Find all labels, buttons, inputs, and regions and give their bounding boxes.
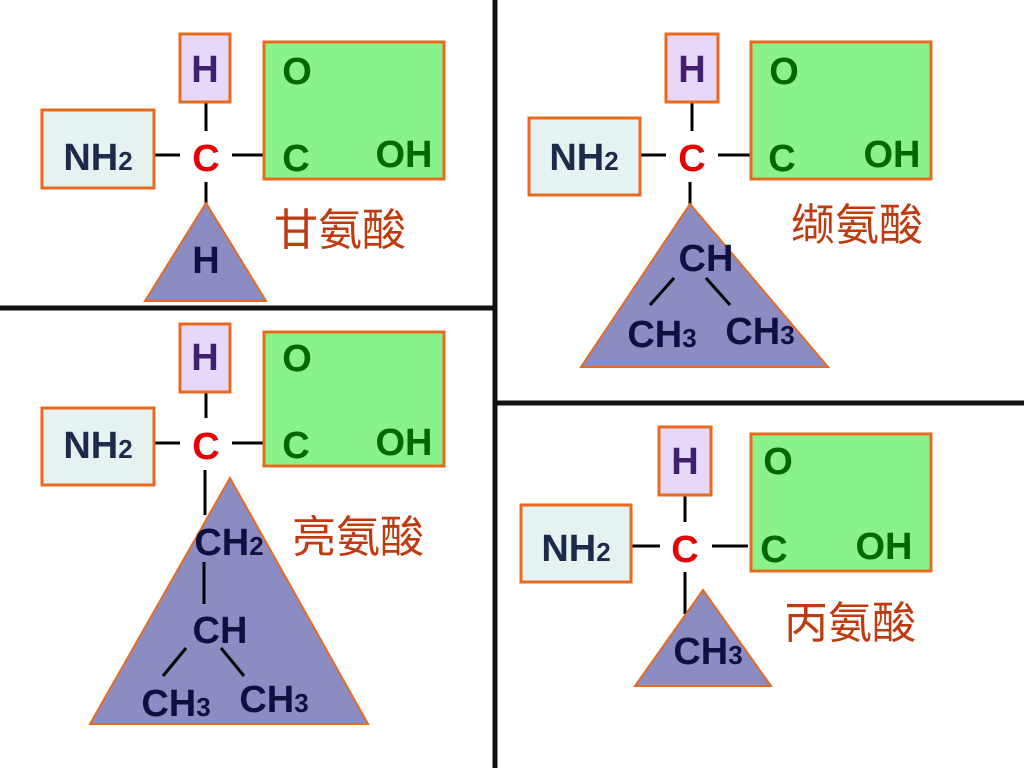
carboxyl-carbon-label: C: [282, 425, 309, 467]
ch3-right-subscript: 3: [780, 320, 794, 350]
carboxyl-carbon-label: C: [760, 529, 787, 571]
r-group-ch3-right-label: CH3: [725, 311, 794, 353]
bond-ch-ch3-left: [648, 277, 676, 306]
amino-main: NH: [541, 528, 596, 570]
hydrogen-box: [657, 425, 713, 497]
ch3-right-main: CH: [725, 311, 780, 353]
ch3-right-subscript: 3: [294, 688, 308, 718]
carboxyl-group-box: [262, 40, 446, 181]
r-group-ch2-label: CH2: [194, 522, 263, 564]
oxygen-label: O: [769, 51, 799, 93]
carboxyl-carbon-label: C: [282, 138, 309, 180]
panel-leucine: H NH2 C O C OH CH2 CH CH3 CH3 亮氨酸: [40, 322, 446, 725]
r-group-ch-label: CH: [679, 238, 734, 280]
r-group-triangle: [88, 475, 370, 725]
amino-subscript: 2: [118, 434, 132, 464]
amino-group-box: [519, 503, 633, 584]
bond-ch-ch3-right: [704, 277, 732, 306]
oxygen-label: O: [282, 51, 312, 93]
amino-group-label: NH2: [541, 528, 610, 570]
ch2-main: CH: [194, 522, 249, 564]
ch3-left-subscript: 3: [196, 692, 210, 722]
ch3-left-subscript: 3: [682, 323, 696, 353]
ch3-right-main: CH: [239, 679, 294, 721]
r-group-ch-label: CH: [193, 610, 248, 652]
ch2-subscript: 2: [249, 531, 263, 561]
ch3-left-main: CH: [627, 314, 682, 356]
carboxyl-group-box: [262, 330, 446, 468]
hydroxyl-label: OH: [864, 134, 921, 176]
r-group-triangle: [579, 202, 831, 368]
hydrogen-label: H: [678, 49, 705, 91]
amino-acid-name: 亮氨酸: [292, 512, 424, 563]
amino-acid-name: 甘氨酸: [274, 205, 406, 256]
hydrogen-box: [178, 322, 232, 394]
hydroxyl-label: OH: [376, 422, 433, 464]
oxygen-label: O: [282, 338, 312, 380]
alpha-carbon-label: C: [192, 138, 219, 180]
hydrogen-label: H: [191, 49, 218, 91]
amino-acid-name: 缬氨酸: [791, 200, 923, 251]
hydrogen-label: H: [191, 337, 218, 379]
alpha-carbon-label: C: [671, 529, 698, 571]
r-group-ch3-left-label: CH3: [627, 314, 696, 356]
hydrogen-box: [178, 32, 232, 104]
amino-main: NH: [63, 137, 118, 179]
r-group-triangle: [633, 588, 773, 687]
oxygen-label: O: [763, 441, 793, 483]
carboxyl-carbon-label: C: [768, 138, 795, 180]
ch3-left-main: CH: [141, 683, 196, 725]
bond-ch-ch3-left: [161, 647, 188, 677]
amino-group-box: [40, 406, 156, 487]
ch3-subscript: 3: [728, 640, 742, 670]
carboxyl-group-box: [749, 40, 933, 181]
panel-glycine: H NH2 C O C OH H 甘氨酸: [40, 32, 446, 302]
r-group-ch3-left-label: CH3: [141, 683, 210, 725]
amino-group-box: [40, 108, 156, 190]
amino-group-label: NH2: [549, 137, 618, 179]
alpha-carbon-label: C: [678, 138, 705, 180]
bond-ch-ch3-right: [219, 647, 246, 677]
amino-subscript: 2: [118, 146, 132, 176]
panel-valine: H NH2 C O C OH CH CH3 CH3 缬氨酸: [527, 32, 933, 368]
amino-group-label: NH2: [63, 425, 132, 467]
hydrogen-box: [664, 32, 720, 104]
amino-group-box: [527, 116, 642, 197]
r-group-triangle: [143, 201, 268, 302]
alpha-carbon-label: C: [192, 426, 219, 468]
hydrogen-label: H: [671, 441, 698, 483]
hydroxyl-label: OH: [376, 134, 433, 176]
ch3-main: CH: [673, 631, 728, 673]
amino-acid-name: 丙氨酸: [784, 598, 916, 649]
r-group-ch3-right-label: CH3: [239, 679, 308, 721]
amino-group-label: NH2: [63, 137, 132, 179]
amino-main: NH: [549, 137, 604, 179]
r-group-ch3-label: CH3: [673, 631, 742, 673]
amino-subscript: 2: [604, 146, 618, 176]
r-group-hydrogen-label: H: [192, 240, 219, 282]
hydroxyl-label: OH: [856, 526, 913, 568]
panel-alanine: H NH2 C O C OH CH3 丙氨酸: [519, 425, 933, 687]
amino-subscript: 2: [596, 537, 610, 567]
carboxyl-group-box: [749, 432, 933, 573]
amino-main: NH: [63, 425, 118, 467]
